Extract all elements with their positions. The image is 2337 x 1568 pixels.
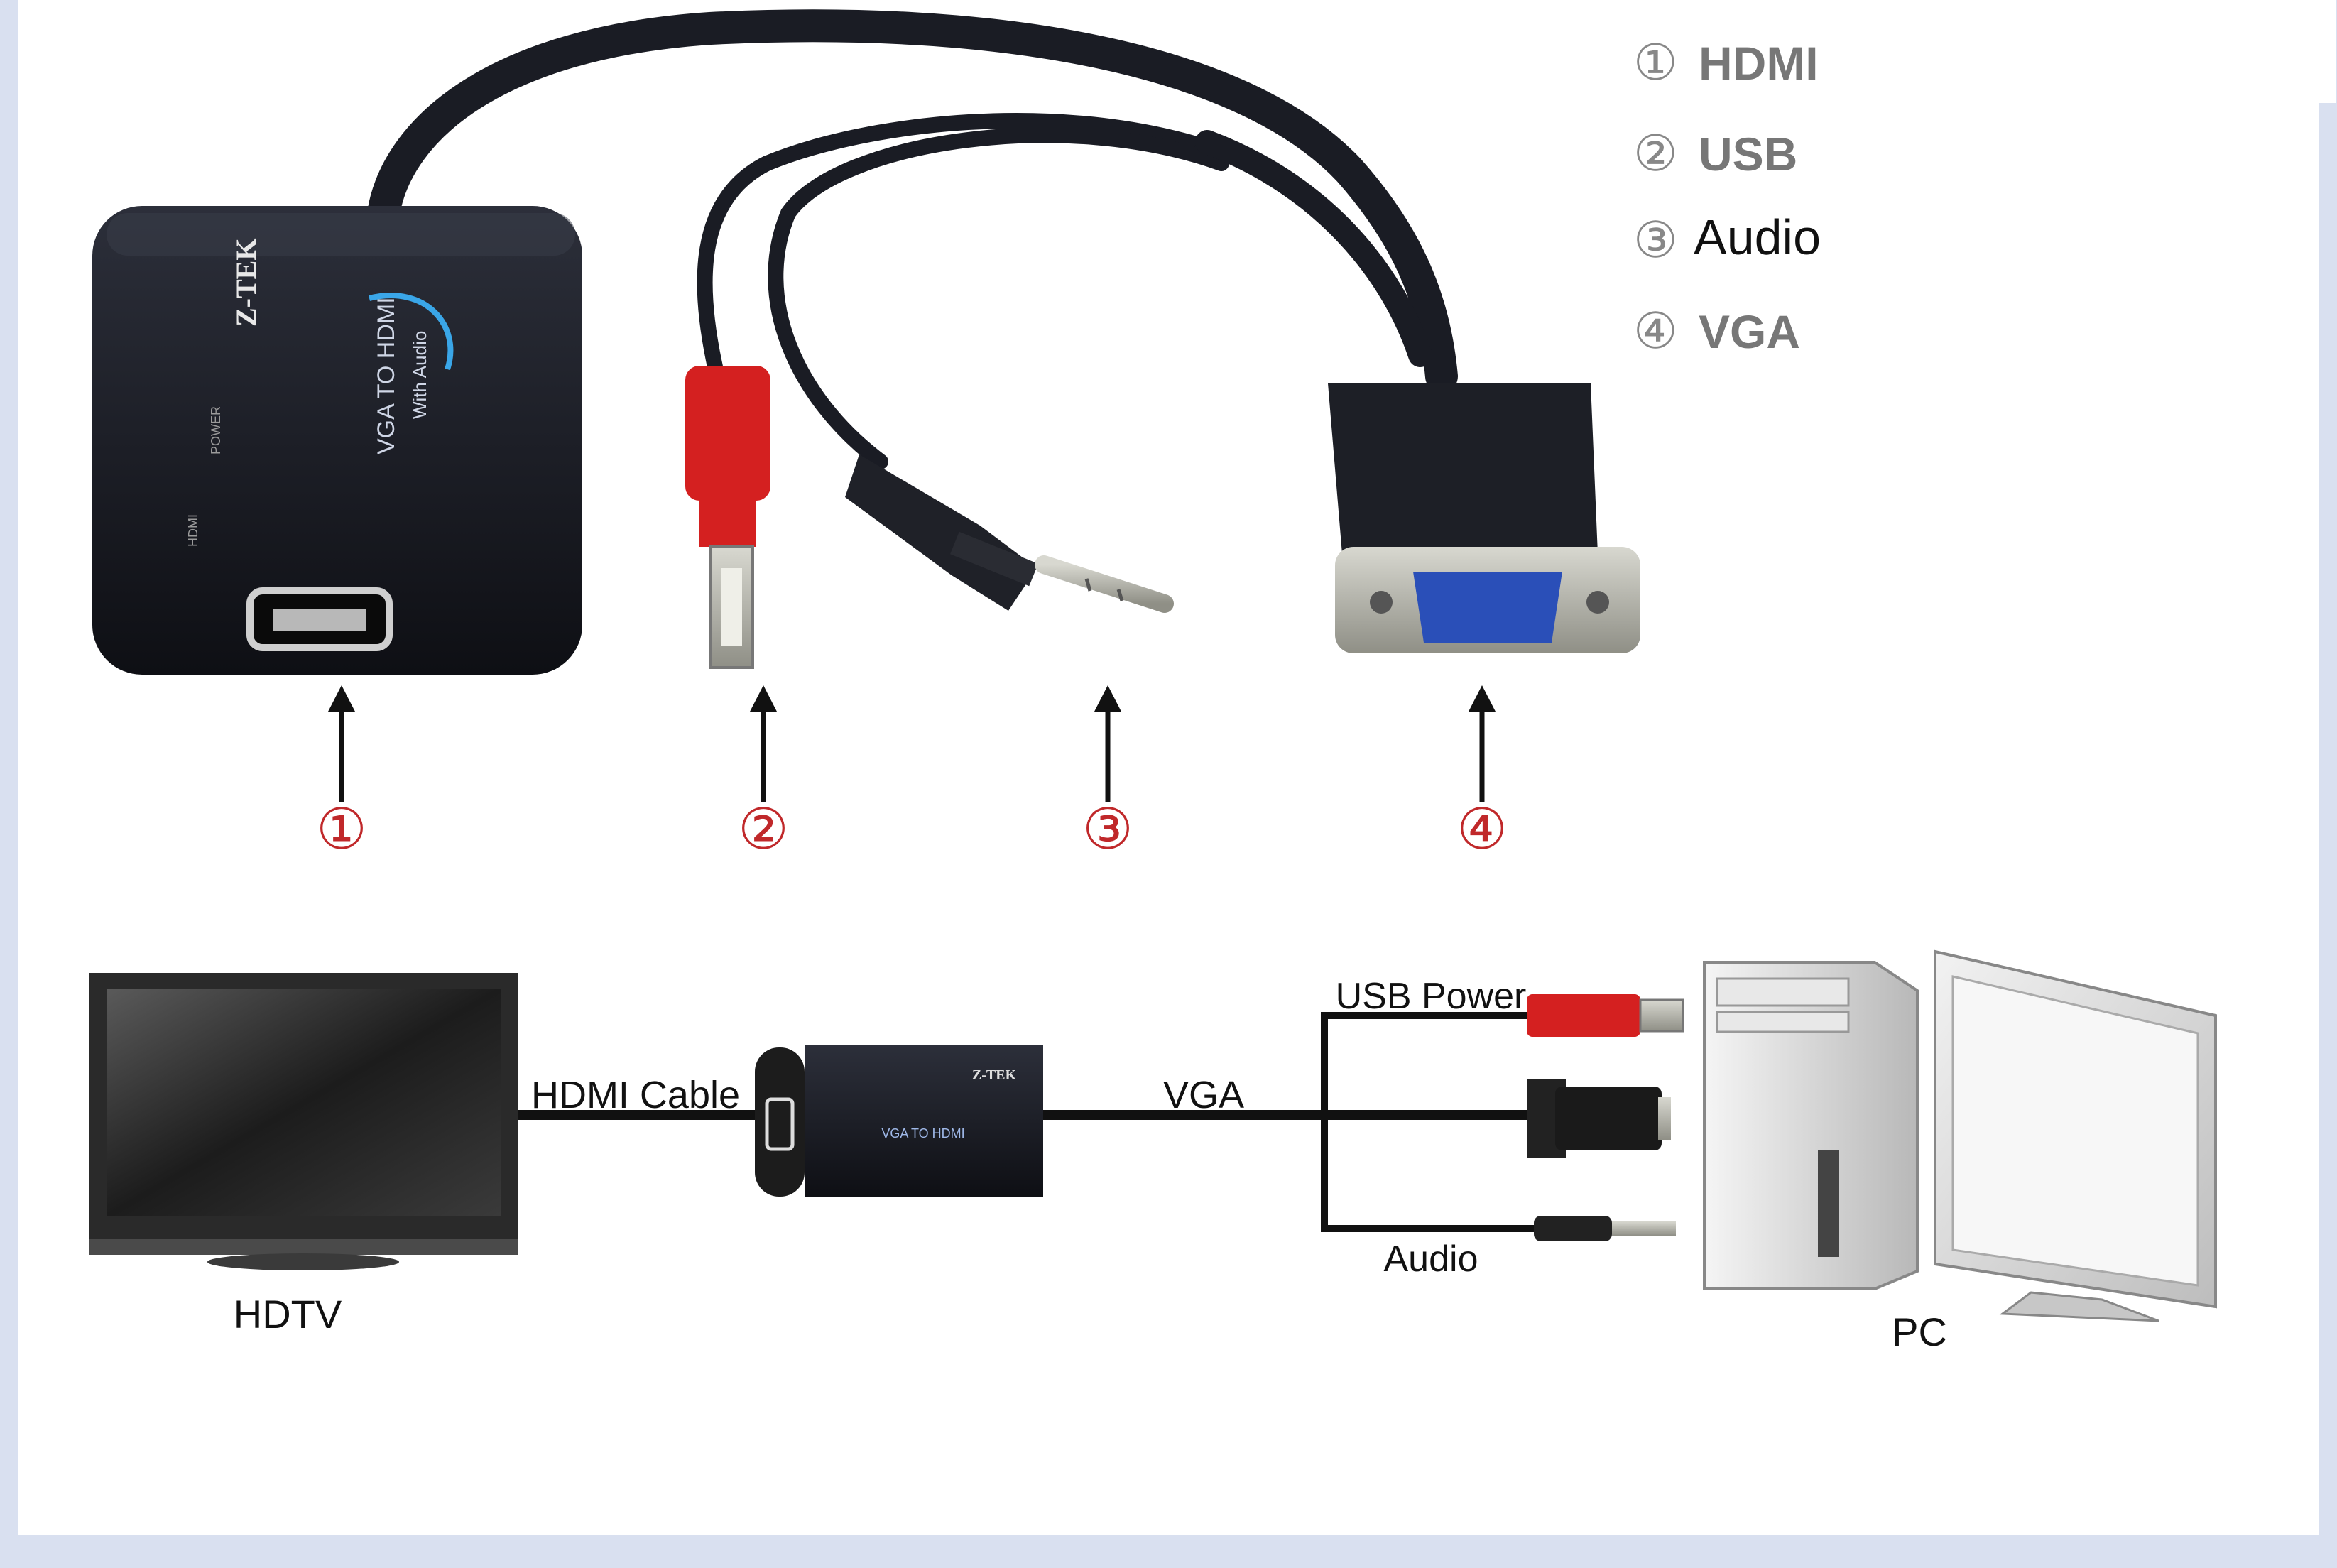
audio-jack — [845, 454, 1174, 613]
legend-num-1: ① — [1633, 33, 1678, 92]
adapter-brand: Z-TEK — [230, 239, 262, 327]
callout-1: ① — [316, 796, 367, 862]
vga-connector — [1328, 383, 1640, 653]
led-power-label: POWER — [209, 406, 223, 454]
callout-4: ④ — [1456, 796, 1508, 862]
audio-label: Audio — [1384, 1238, 1478, 1280]
legend-label-4: VGA — [1699, 305, 1800, 358]
legend-num-2: ② — [1633, 124, 1678, 183]
mini-usb-plug — [1527, 994, 1684, 1037]
hdmi-cable-label: HDMI Cable — [531, 1074, 740, 1116]
mini-adapter-brand: Z-TEK — [972, 1067, 1017, 1083]
mini-audio-plug — [1534, 1216, 1676, 1241]
pc-label: PC — [1892, 1310, 1947, 1354]
hdtv-illustration — [89, 973, 518, 1270]
hdtv-label: HDTV — [234, 1292, 342, 1336]
mini-vga-plug — [1527, 1079, 1671, 1158]
led-hdmi-label: HDMI — [186, 514, 200, 547]
cable-bundle — [367, 9, 1458, 469]
usb-connector — [685, 366, 770, 669]
callout-3: ③ — [1082, 796, 1133, 862]
legend-label-1: HDMI — [1699, 37, 1819, 89]
callout-arrows — [328, 685, 1496, 802]
adapter-product-line2: With Audio — [409, 331, 430, 419]
mini-adapter-product: VGA TO HDMI — [881, 1126, 964, 1140]
vga-label: VGA — [1163, 1074, 1244, 1116]
callout-2: ② — [738, 796, 789, 862]
legend-num-3: ③ — [1633, 211, 1678, 269]
swoosh-logo — [369, 293, 454, 371]
mini-adapter: Z-TEK VGA TO HDMI — [755, 1045, 1043, 1197]
adapter-box: Z-TEK VGA TO HDMI With Audio POWER HDMI — [92, 206, 582, 675]
legend-label-2: USB — [1699, 128, 1797, 180]
legend: ① HDMI ② USB ③ Audio ④ VGA — [1598, 0, 2336, 360]
legend-label-3: Audio — [1694, 209, 1821, 265]
usb-power-label: USB Power — [1336, 976, 1527, 1017]
pc-tower-illustration — [1703, 961, 1919, 1290]
legend-num-4: ④ — [1633, 302, 1678, 360]
adapter-product-line1: VGA TO HDMI — [373, 297, 400, 454]
splitter-lines — [1321, 1012, 1548, 1232]
pc-monitor-illustration — [1934, 949, 2217, 1322]
